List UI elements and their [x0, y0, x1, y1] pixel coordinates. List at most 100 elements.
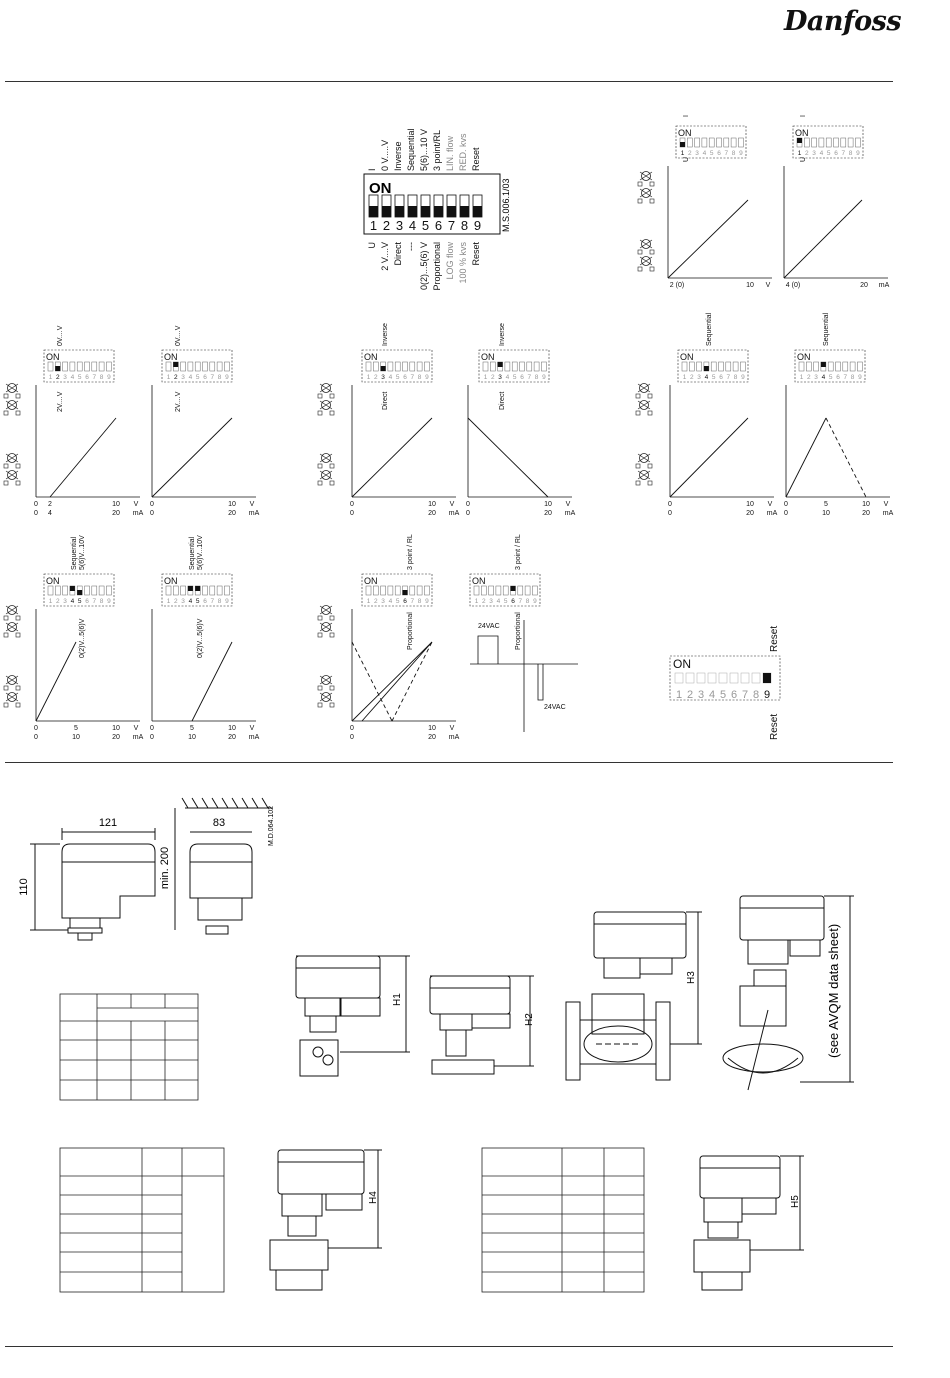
reset-dip-number: 4 — [709, 689, 715, 701]
tick-label-v: 0 — [34, 725, 38, 732]
mini-dip-lever — [202, 585, 208, 596]
valve-icon — [3, 383, 21, 399]
mini-dip-lever — [106, 585, 112, 596]
valve-icon — [3, 470, 21, 486]
mini-dip-number: 9 — [107, 598, 111, 605]
tick-label-ma: 10 — [188, 734, 196, 741]
mini-dip-lever — [173, 585, 179, 596]
mini-dip-lever-knob — [195, 586, 201, 591]
mini-dip-lever-knob — [510, 586, 516, 591]
mini-dip-number: 5 — [78, 598, 82, 605]
mini-dip-number: 6 — [511, 598, 515, 605]
mini-dip-number: 1 — [367, 374, 371, 381]
signal-label-top: 24VAC — [478, 623, 500, 630]
response-line — [191, 641, 233, 722]
mini-dip-lever — [394, 361, 401, 372]
mini-dip-number: 1 — [167, 374, 171, 381]
mini-dip-number: 1 — [798, 150, 802, 157]
mini-dip-lever — [818, 137, 825, 148]
mini-dip-lever-knob — [497, 362, 503, 367]
tick-label-ma: 20 — [428, 510, 436, 517]
mini-dip-number: 1 — [49, 598, 53, 605]
mini-dip-number: 4 — [189, 374, 193, 381]
signal-label-bottom: 24VAC — [544, 704, 566, 711]
switch-label-on: 3 point / RL — [515, 534, 522, 570]
tick-label-v: V — [566, 501, 571, 508]
mini-dip-lever — [495, 585, 502, 596]
mini-dip-lever — [813, 361, 819, 372]
tick-label-v: V — [768, 501, 773, 508]
tick-label-v: 0 — [668, 501, 672, 508]
reset-dip-number: 6 — [731, 689, 737, 701]
actuator-front-view — [30, 828, 156, 941]
valve-icon — [317, 400, 335, 416]
mini-dip-number: 5 — [504, 598, 508, 605]
dip-number: 5 — [422, 218, 429, 233]
dip-on-label: Reset — [471, 147, 481, 171]
mini-dip-number: 4 — [705, 374, 709, 381]
mini-dip-number: 6 — [203, 598, 207, 605]
tick-label-ma: 0 — [150, 734, 154, 741]
mini-dip-number: 6 — [85, 374, 89, 381]
dip-lever-knob — [460, 206, 469, 217]
mini-dip-lever-knob — [77, 590, 83, 595]
tick-label-ma: 0 — [466, 510, 470, 517]
dip-off-label: Reset — [471, 242, 481, 266]
mini-dip-number: 2 — [805, 150, 809, 157]
dip-off-label: Direct — [393, 242, 403, 266]
mini-dip-lever-knob — [69, 586, 75, 591]
mini-dip-lever — [738, 137, 744, 148]
mini-dip-number: 2 — [690, 374, 694, 381]
tick-label-ma: 0 — [350, 510, 354, 517]
tick-label-ma: 10 — [822, 510, 830, 517]
mini-dip-number: 3 — [489, 598, 493, 605]
mini-dip-switch — [43, 573, 115, 607]
switch-label-off: 2V....V — [57, 391, 64, 412]
header-rule — [5, 81, 893, 82]
reset-dip-number: 8 — [753, 689, 759, 701]
dip-number: 3 — [396, 218, 403, 233]
valve-icon — [3, 622, 21, 638]
dip-number: 4 — [409, 218, 416, 233]
switch-label-u: U — [683, 157, 690, 162]
mini-dip-lever-knob — [680, 142, 685, 147]
mini-dip-switch — [677, 349, 749, 383]
mini-dip-number: 1 — [800, 374, 804, 381]
mini-dip-lever — [541, 361, 547, 372]
mini-dip-number: 7 — [527, 374, 531, 381]
mini-dip-number: 6 — [403, 598, 407, 605]
mini-dip-number: 3 — [697, 374, 701, 381]
switch-label-hi: 5(6)V...10V — [197, 535, 204, 570]
tick-label-v: 0 — [150, 725, 154, 732]
mini-dip-lever — [730, 137, 737, 148]
valve-icon — [637, 239, 655, 255]
valve-icon — [635, 400, 653, 416]
mini-dip-number: 5 — [712, 374, 716, 381]
mini-dip-number: 9 — [107, 374, 111, 381]
mini-dip-lever — [416, 361, 423, 372]
mini-dip-on-label: ON — [472, 576, 486, 586]
mini-dip-number: 9 — [858, 374, 862, 381]
switch-label-lo: 0(2)V...5(6)V — [79, 618, 86, 658]
mini-dip-number: 3 — [63, 598, 67, 605]
dip-off-label: U — [367, 242, 377, 249]
dimension-table-1 — [59, 993, 199, 1101]
mini-dip-lever — [718, 361, 724, 372]
valve-assembly-h4 — [269, 1149, 382, 1291]
mini-dip-lever — [365, 585, 372, 596]
dip-lever-knob — [447, 206, 456, 217]
mini-dip-number: 7 — [210, 374, 214, 381]
mini-dip-lever — [716, 137, 722, 148]
mini-dip-lever — [710, 361, 717, 372]
mini-dip-lever — [473, 585, 480, 596]
tick-label-ma: mA — [249, 734, 260, 741]
valve-icon — [317, 453, 335, 469]
mini-dip-on-label: ON — [46, 352, 60, 362]
signal-pulse-down — [537, 664, 544, 701]
mini-dip-on-label: ON — [164, 576, 178, 586]
response-line — [151, 417, 233, 498]
mini-dip-on-label: ON — [364, 352, 378, 362]
mini-dip-lever — [806, 361, 812, 372]
mini-dip-number: 2 — [56, 374, 60, 381]
